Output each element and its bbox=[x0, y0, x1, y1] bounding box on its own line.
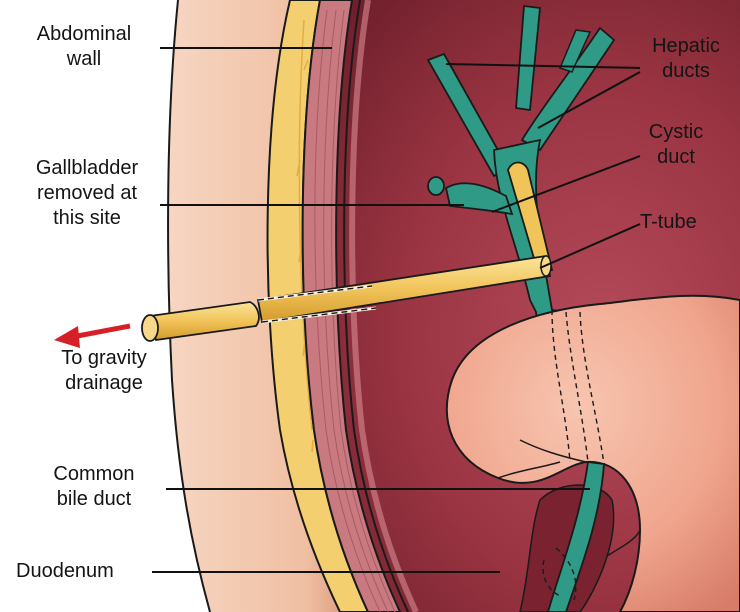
label-hepatic-ducts: Hepatic ducts bbox=[640, 34, 732, 84]
label-t-tube-text: T-tube bbox=[640, 210, 697, 235]
label-cystic-duct: Cystic duct bbox=[640, 120, 712, 170]
label-gravity-drainage: To gravity drainage bbox=[46, 346, 162, 396]
label-cbd-line1: Common bbox=[28, 462, 160, 487]
label-gravity-line1: To gravity bbox=[46, 346, 162, 371]
label-hepatic-ducts-line2: ducts bbox=[640, 59, 732, 84]
label-duodenum: Duodenum bbox=[16, 559, 114, 584]
label-cbd-line2: bile duct bbox=[28, 487, 160, 512]
label-t-tube: T-tube bbox=[640, 210, 697, 235]
label-abdominal-wall: Abdominal wall bbox=[14, 22, 154, 72]
cystic-stump-tip bbox=[428, 177, 444, 195]
label-gallbladder-site: Gallbladder removed at this site bbox=[14, 156, 160, 231]
label-cystic-duct-line1: Cystic bbox=[640, 120, 712, 145]
label-common-bile-duct: Common bile duct bbox=[28, 462, 160, 512]
label-gallbladder-line3: this site bbox=[14, 206, 160, 231]
label-hepatic-ducts-line1: Hepatic bbox=[640, 34, 732, 59]
label-gravity-line2: drainage bbox=[46, 371, 162, 396]
label-abdominal-wall-line2: wall bbox=[14, 47, 154, 72]
label-gallbladder-line2: removed at bbox=[14, 181, 160, 206]
drainage-arrow-shaft bbox=[72, 326, 130, 337]
label-cystic-duct-line2: duct bbox=[640, 145, 712, 170]
label-duodenum-text: Duodenum bbox=[16, 559, 114, 584]
t-tube-opening bbox=[142, 315, 158, 341]
drainage-arrow-head bbox=[54, 326, 80, 348]
label-gallbladder-line1: Gallbladder bbox=[14, 156, 160, 181]
label-abdominal-wall-line1: Abdominal bbox=[14, 22, 154, 47]
